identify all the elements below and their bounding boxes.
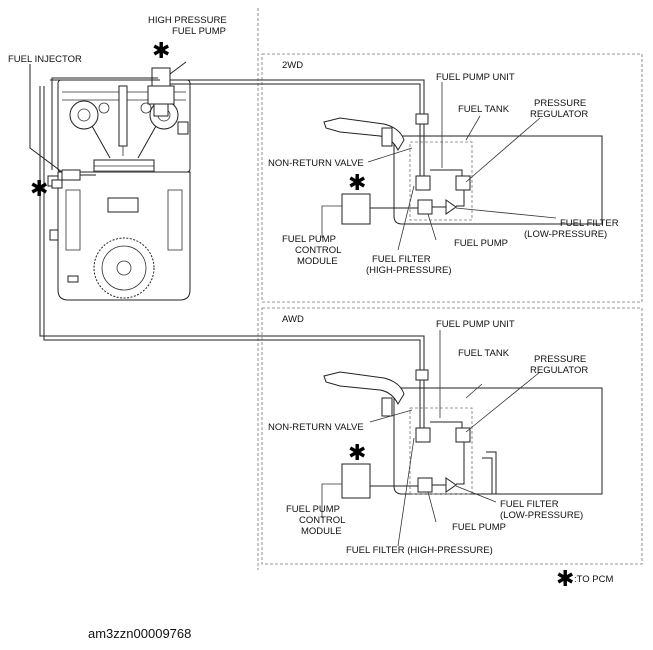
non-return-valve-awd — [415, 369, 429, 381]
label-fuel-pump-2wd: FUEL PUMP — [454, 238, 508, 249]
asterisk-module-awd: ✱ — [348, 441, 366, 466]
fuel-supply-line-2wd — [170, 79, 425, 114]
fuel-pump-control-module-awd — [341, 463, 371, 499]
label-filter-hp-2wd-line2: (HIGH-PRESSURE) — [366, 265, 452, 276]
label-regulator-2wd-line1: PRESSURE — [534, 98, 586, 109]
label-filter-lp-2wd-line2: (LOW-PRESSURE) — [524, 229, 607, 240]
label-nrv-2wd: NON-RETURN VALVE — [268, 158, 364, 169]
label-filter-lp-awd-line2: (LOW-PRESSURE) — [500, 510, 583, 521]
label-awd: AWD — [282, 314, 304, 325]
label-module-awd-line2: CONTROL — [299, 515, 345, 526]
label-tank-awd: FUEL TANK — [458, 348, 510, 359]
label-filter-lp-2wd-line1: FUEL FILTER — [560, 218, 619, 229]
asterisk-injector: ✱ — [30, 177, 48, 202]
label-pump-unit-2wd: FUEL PUMP UNIT — [436, 72, 515, 83]
section-awd-box — [261, 307, 643, 565]
label-regulator-2wd-line2: REGULATOR — [530, 109, 588, 120]
high-pressure-fuel-pump — [147, 67, 175, 117]
label-hp-pump-line1: HIGH PRESSURE — [148, 15, 227, 26]
asterisk-hp-pump: ✱ — [152, 39, 170, 64]
label-hp-pump-line2: FUEL PUMP — [172, 26, 226, 37]
label-module-awd-line3: MODULE — [301, 526, 342, 537]
label-fuel-pump-awd: FUEL PUMP — [452, 522, 506, 533]
non-return-valve-2wd — [415, 113, 429, 125]
label-nrv-awd: NON-RETURN VALVE — [268, 422, 364, 433]
fuel-injector — [51, 169, 96, 189]
label-tank-2wd: FUEL TANK — [458, 104, 510, 115]
label-module-2wd-line3: MODULE — [297, 256, 338, 267]
engine — [47, 79, 191, 301]
fuel-system-diagram: HIGH PRESSURE FUEL PUMP ✱ FUEL INJECTOR … — [8, 8, 643, 592]
label-regulator-awd-line2: REGULATOR — [530, 365, 588, 376]
label-2wd: 2WD — [282, 60, 303, 71]
fuel-tank-awd — [323, 371, 603, 495]
label-injector: FUEL INJECTOR — [8, 54, 82, 65]
fuel-pump-unit-2wd — [409, 141, 473, 221]
pump-unit-internals-2wd — [415, 124, 471, 215]
label-filter-lp-awd-line1: FUEL FILTER — [500, 499, 559, 510]
label-filter-hp-2wd-line1: FUEL FILTER — [372, 254, 431, 265]
label-module-2wd-line2: CONTROL — [295, 245, 341, 256]
legend-asterisk: ✱ — [556, 567, 574, 592]
label-pump-unit-awd: FUEL PUMP UNIT — [436, 319, 515, 330]
crank-gear — [93, 237, 155, 299]
fuel-supply-line-awd — [39, 86, 425, 370]
section-2wd-box — [261, 53, 643, 303]
asterisk-module-2wd: ✱ — [348, 171, 366, 196]
label-regulator-awd-line1: PRESSURE — [534, 354, 586, 365]
fuel-pump-control-module-2wd — [341, 193, 371, 225]
image-code: am3zzn00009768 — [88, 626, 192, 641]
injector-leader — [29, 64, 63, 173]
high-pressure-line — [51, 77, 158, 170]
fuel-pump-unit-awd — [409, 407, 473, 495]
label-filter-hp-awd: FUEL FILTER (HIGH-PRESSURE) — [346, 545, 493, 556]
label-module-2wd-line1: FUEL PUMP — [282, 234, 336, 245]
legend-to-pcm: :TO PCM — [574, 574, 613, 585]
label-module-awd-line1: FUEL PUMP — [286, 504, 340, 515]
